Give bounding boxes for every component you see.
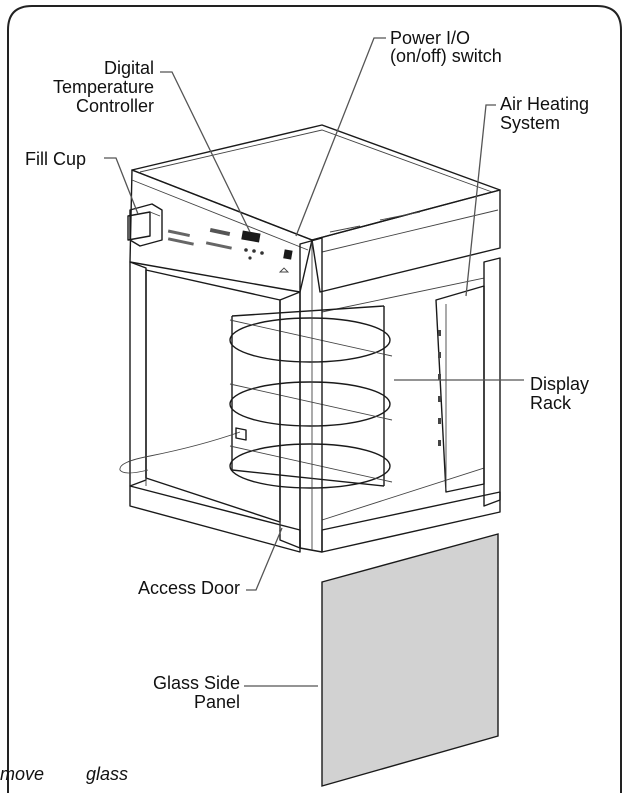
access-door (279, 291, 301, 549)
glass-panel-label-line2: Panel (194, 692, 240, 712)
glass-side-panel (321, 533, 499, 787)
air-heating-label-line2: System (500, 113, 560, 133)
caption-right: glass (86, 764, 128, 784)
access-door-label: Access Door (138, 578, 240, 598)
cabinet-base-right (321, 491, 501, 553)
fill-cup-label: Fill Cup (25, 149, 86, 169)
fill-cup (127, 203, 163, 247)
left-glass-side (145, 269, 281, 523)
temp-controller-label-line1: Digital (104, 58, 154, 78)
power-cord (119, 431, 241, 474)
glass-panel-label-line1: Glass Side (153, 673, 240, 693)
right-header (311, 189, 501, 293)
display-rack (229, 305, 393, 489)
power-switch (283, 249, 293, 260)
power-switch-label-line1: Power I/O (390, 28, 470, 48)
interior (321, 277, 485, 521)
leader-lines (104, 37, 524, 687)
display-rack-label-line2: Rack (530, 393, 572, 413)
caption-left: move (0, 764, 44, 784)
cabinet-base (129, 485, 301, 553)
display-rack-label-line1: Display (530, 374, 589, 394)
temp-controller-label-line3: Controller (76, 96, 154, 116)
air-heating-duct (435, 285, 485, 493)
temperature-display (241, 230, 261, 243)
power-switch-label-line2: (on/off) switch (390, 46, 502, 66)
temp-controller-label-line2: Temperature (53, 77, 154, 97)
page-border (7, 5, 622, 793)
air-heating-label-line1: Air Heating (500, 94, 589, 114)
cabinet (119, 124, 501, 553)
